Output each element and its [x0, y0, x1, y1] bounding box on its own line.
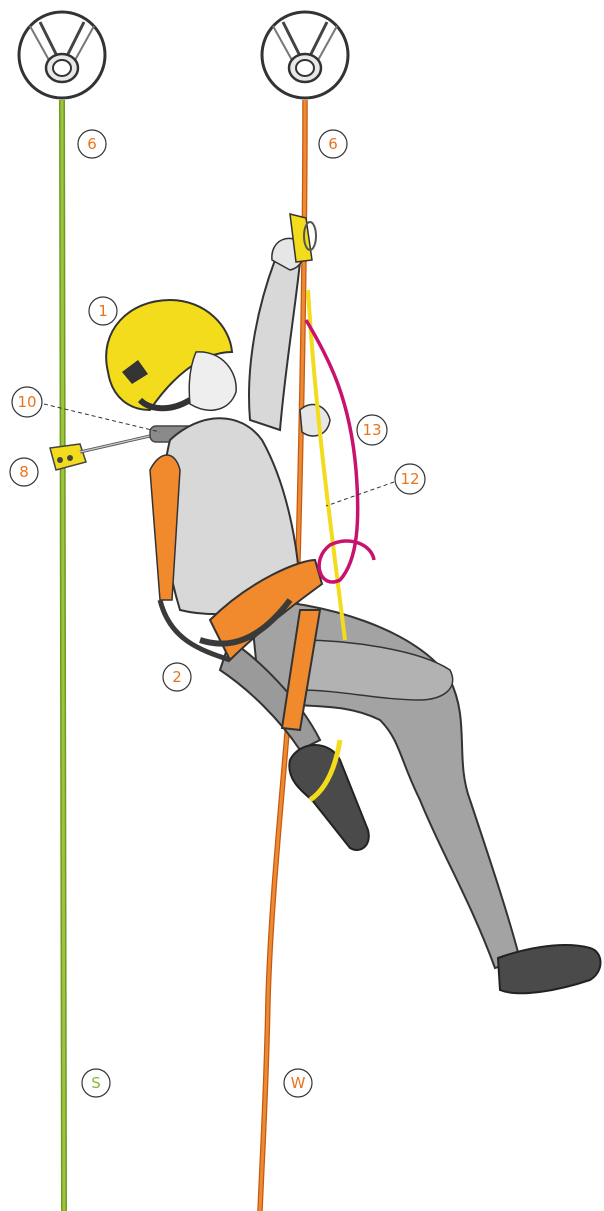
svg-text:1: 1 [98, 302, 108, 320]
climber-head [189, 352, 236, 410]
anchor-left-icon [19, 12, 105, 98]
svg-text:8: 8 [19, 463, 29, 481]
svg-text:S: S [91, 1074, 101, 1092]
svg-text:13: 13 [362, 421, 381, 439]
callout-foot-loop: 13 [357, 415, 387, 445]
anchor-right-icon [262, 12, 348, 98]
svg-text:12: 12 [400, 470, 419, 488]
svg-text:W: W [291, 1074, 306, 1092]
safety-rope [62, 100, 64, 1211]
svg-text:6: 6 [87, 135, 97, 153]
callout-safety-rope: S [82, 1069, 110, 1097]
svg-text:2: 2 [172, 668, 182, 686]
callout-anchor-right: 6 [319, 130, 347, 158]
callout-connector: 12 [395, 464, 425, 494]
callout-helmet: 1 [89, 297, 117, 325]
callout-harness: 2 [163, 663, 191, 691]
callout-backup-device: 8 [10, 458, 38, 486]
svg-text:10: 10 [17, 393, 36, 411]
climber-legs [220, 600, 520, 968]
callout-working-rope: W [284, 1069, 312, 1097]
callout-anchor-left: 6 [78, 130, 106, 158]
connector-line [308, 290, 345, 800]
foot-loop [306, 320, 374, 582]
callout-lanyard: 10 [12, 387, 42, 417]
svg-text:6: 6 [328, 135, 338, 153]
